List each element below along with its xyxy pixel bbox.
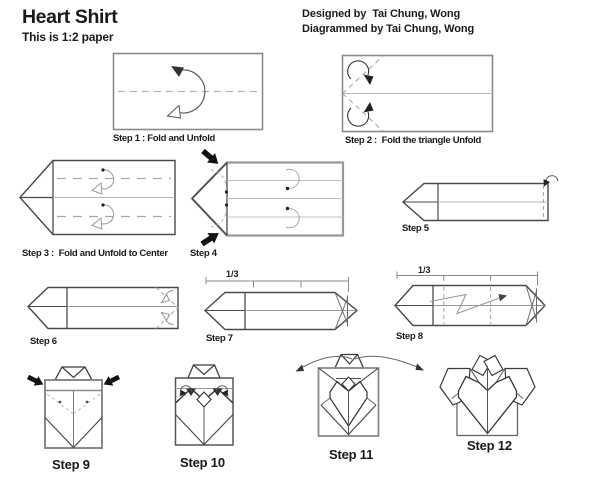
diagrammed-by-credit: Diagrammed by Tai Chung, Wong <box>302 23 475 35</box>
step-3-diagram <box>19 159 176 236</box>
step-4-diagram <box>190 148 345 247</box>
crimp-zigzag-arrow-icon <box>429 293 507 315</box>
step-2-diagram <box>341 54 494 133</box>
step-9-label: Step 9 <box>52 457 90 472</box>
push-arrow-icon <box>26 374 44 386</box>
step-7-third-fraction: 1/3 <box>226 269 239 279</box>
pull-out-arrow-icon <box>295 355 353 372</box>
push-arrow-icon <box>200 233 219 247</box>
step-10-diagram <box>174 364 234 446</box>
step-1-diagram <box>112 52 264 131</box>
step-9-diagram <box>26 366 121 449</box>
step-2-label: Step 2 : Fold the triangle Unfold <box>345 135 481 146</box>
fold-unfold-arrow-icon <box>166 66 206 119</box>
step-8-label: Step 8 <box>396 331 423 342</box>
step-7-label: Step 7 <box>206 333 233 344</box>
designed-by-credit: Designed by Tai Chung, Wong <box>302 8 461 20</box>
fold-to-center-arrow-icon <box>285 168 300 191</box>
step-7-diagram <box>203 277 359 331</box>
fold-down-arrow-icon <box>179 385 193 397</box>
fold-unfold-arrow-icon <box>91 168 115 195</box>
paper-ratio-note: This is 1:2 paper <box>22 30 114 44</box>
step-5-diagram <box>401 175 559 222</box>
step-8-diagram <box>394 271 546 327</box>
fold-unfold-arrow-icon <box>160 311 174 326</box>
fold-arrow-icon <box>347 60 374 85</box>
dimension-line <box>205 277 349 292</box>
step-8-third-fraction: 1/3 <box>418 265 431 275</box>
fold-behind-arrow-icon <box>543 175 559 187</box>
fold-arrow-icon <box>347 102 374 127</box>
page-title: Heart Shirt <box>22 6 118 28</box>
step-12-diagram <box>439 354 536 437</box>
fold-to-center-arrow-icon <box>285 206 300 229</box>
step-10-label: Step 10 <box>180 455 225 470</box>
step-6-diagram <box>27 286 179 330</box>
step-4-label: Step 4 <box>190 248 217 259</box>
step-3-label: Step 3 : Fold and Unfold to Center <box>22 248 168 259</box>
push-arrow-icon <box>103 374 121 386</box>
step-1-label: Step 1 : Fold and Unfold <box>113 133 216 144</box>
step-12-label: Step 12 <box>467 438 512 453</box>
push-arrow-icon <box>201 148 219 164</box>
fold-down-arrow-icon <box>215 385 229 397</box>
step-11-diagram <box>295 353 424 437</box>
fold-unfold-arrow-icon <box>160 289 174 304</box>
step-6-label: Step 6 <box>30 336 57 347</box>
step-11-label: Step 11 <box>329 447 374 462</box>
dimension-line <box>396 271 538 286</box>
fold-unfold-arrow-icon <box>91 203 115 230</box>
step-5-label: Step 5 <box>402 223 429 234</box>
pull-out-arrow-icon <box>354 355 424 371</box>
